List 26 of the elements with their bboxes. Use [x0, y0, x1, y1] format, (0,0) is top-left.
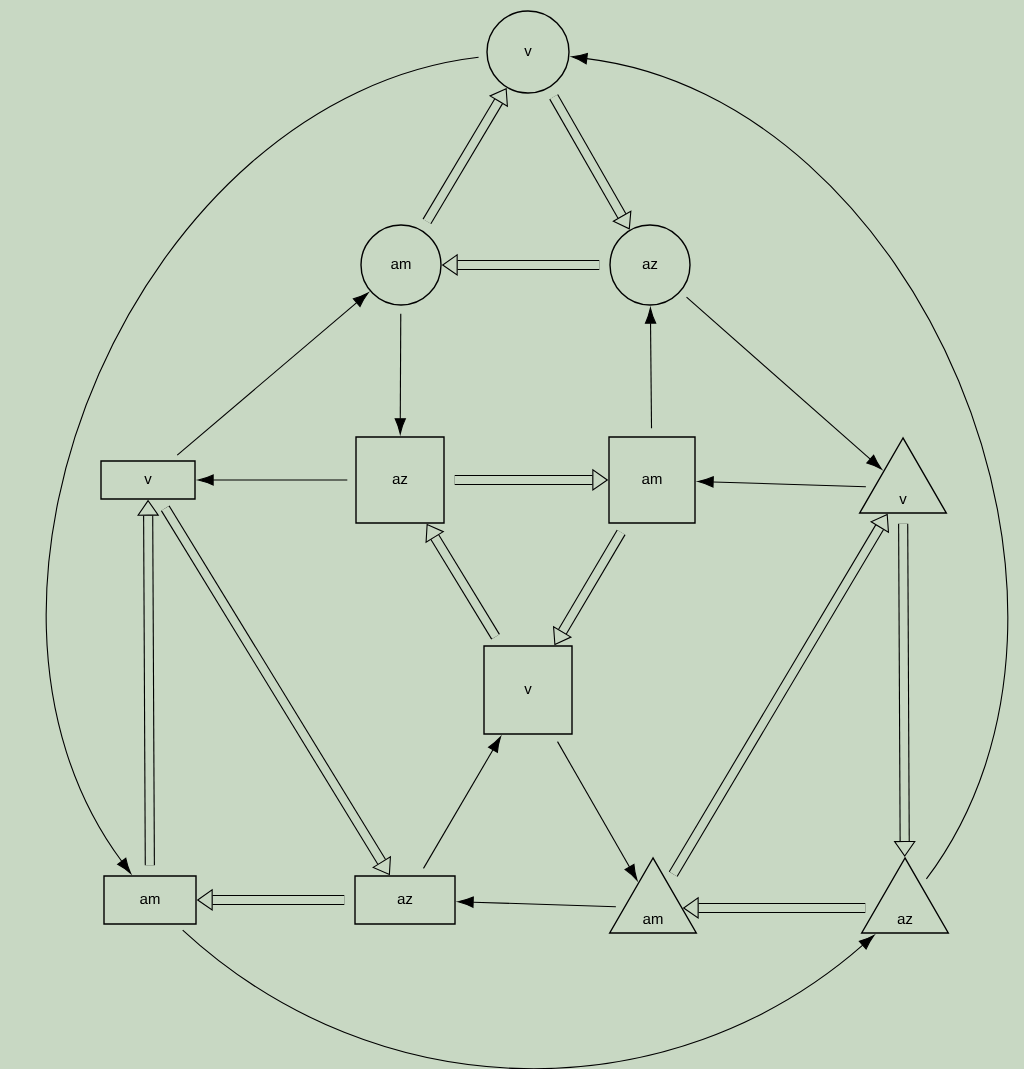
curved-arrow	[571, 53, 1008, 880]
box-node: am	[103, 875, 197, 925]
arrow	[422, 736, 502, 869]
double-arrow	[549, 94, 632, 230]
curved-arrow	[45, 56, 480, 874]
arrow	[394, 313, 406, 435]
arrow	[457, 896, 617, 908]
arrow	[557, 741, 638, 881]
arrow	[197, 474, 348, 486]
box-node: am	[608, 436, 696, 524]
circle-node: az	[609, 224, 691, 306]
arrow	[686, 296, 882, 470]
curved-arrow	[182, 929, 875, 1069]
box-node: az	[355, 436, 445, 524]
box-node: v	[100, 460, 196, 500]
node-label: v	[899, 496, 907, 504]
arrow	[697, 476, 867, 488]
node-label: am	[643, 915, 663, 925]
arrow	[176, 292, 369, 456]
circle-node: v	[486, 10, 570, 94]
double-arrow	[425, 523, 500, 640]
box-node: az	[354, 875, 456, 925]
circle-node: am	[360, 224, 442, 306]
arrow	[644, 307, 657, 429]
box-node: v	[483, 645, 573, 735]
node-label: az	[897, 915, 913, 925]
